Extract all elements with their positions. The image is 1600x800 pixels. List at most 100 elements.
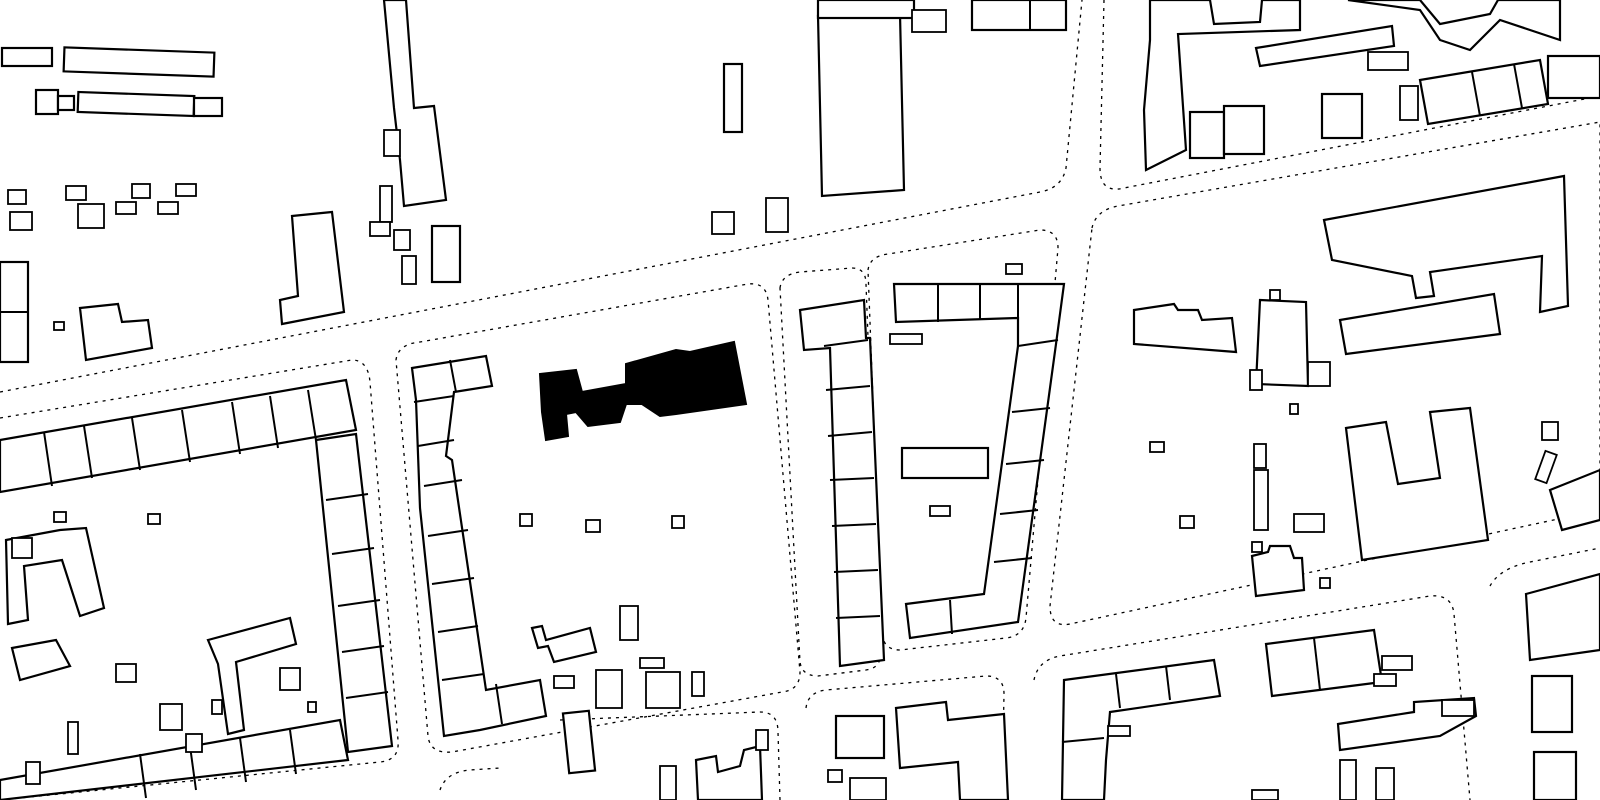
building (393, 229, 411, 251)
building (585, 519, 601, 533)
building-divider (823, 339, 869, 347)
building (1399, 85, 1419, 121)
building-divider (189, 745, 197, 791)
building-divider (413, 395, 455, 403)
building (1307, 361, 1331, 387)
building (56, 94, 76, 112)
building (530, 624, 598, 664)
buildings-center-right (889, 263, 1066, 640)
building (1253, 443, 1267, 469)
building (157, 201, 179, 215)
building (1534, 449, 1558, 485)
building-divider (139, 753, 147, 799)
building (1132, 302, 1238, 354)
building (10, 638, 72, 682)
building (192, 96, 224, 118)
building-divider (341, 645, 385, 653)
building (11, 537, 33, 559)
building (76, 90, 196, 118)
building (7, 189, 27, 205)
building (34, 88, 60, 116)
building-divider (831, 523, 877, 527)
building (1418, 58, 1550, 126)
block-outline-center-left (395, 283, 801, 753)
building-divider (1313, 637, 1321, 691)
block-outline-far-right (1489, 547, 1600, 587)
building (1339, 759, 1357, 800)
building (1530, 674, 1574, 734)
building-divider (1471, 71, 1481, 117)
building-divider (825, 385, 871, 391)
building (1373, 673, 1397, 687)
building-divider (325, 493, 369, 501)
building (159, 703, 183, 731)
building-divider (181, 409, 191, 463)
block-outline-bottom-left-corner (439, 767, 501, 791)
building-divider (1165, 665, 1171, 701)
building (1546, 54, 1600, 100)
building (1249, 369, 1263, 391)
building (711, 211, 735, 235)
building (671, 515, 685, 529)
building (1264, 628, 1384, 698)
buildings-north-east (1142, 0, 1600, 172)
building (430, 224, 462, 284)
building (1541, 421, 1559, 441)
building-divider (437, 625, 479, 633)
building (849, 777, 887, 800)
building-divider (449, 359, 457, 393)
building (1250, 544, 1306, 598)
building (519, 513, 533, 527)
building-divider (833, 569, 879, 573)
building (827, 769, 843, 783)
building (1188, 110, 1226, 160)
building (1253, 469, 1269, 531)
building (1344, 406, 1490, 562)
building (1441, 699, 1475, 717)
building (1320, 92, 1364, 140)
block-outline-center-right (867, 229, 1059, 651)
building (78, 302, 154, 362)
building-divider (307, 389, 317, 441)
building (9, 211, 33, 231)
building (1322, 174, 1570, 314)
building (1375, 767, 1395, 800)
building-divider (83, 425, 93, 479)
building (53, 321, 65, 331)
building-divider (1005, 459, 1045, 465)
building (595, 669, 623, 709)
building (175, 183, 197, 197)
building-divider (1513, 63, 1523, 109)
building (1005, 263, 1023, 275)
block-outline-top-right (1099, 0, 1600, 190)
building (694, 744, 764, 800)
building (1149, 441, 1165, 453)
building (1293, 513, 1325, 533)
building (970, 0, 1068, 32)
building (0, 378, 358, 494)
building-divider (427, 529, 469, 537)
building (894, 700, 1010, 800)
building (1251, 541, 1263, 553)
building-divider (495, 683, 503, 725)
building-divider (423, 479, 463, 487)
building (1338, 292, 1502, 356)
building (278, 210, 346, 326)
buildings-center-narrow (798, 298, 886, 668)
building (115, 663, 137, 683)
highlighted-building[interactable] (538, 340, 748, 442)
building (659, 765, 677, 800)
building-divider (441, 673, 485, 681)
building (1060, 658, 1222, 800)
building (115, 201, 137, 215)
building-divider (231, 401, 241, 455)
building-divider (1061, 737, 1105, 743)
building-divider (337, 599, 381, 607)
building (722, 62, 744, 134)
building-divider (949, 599, 953, 635)
buildings-south (659, 572, 1600, 800)
building (0, 718, 350, 800)
